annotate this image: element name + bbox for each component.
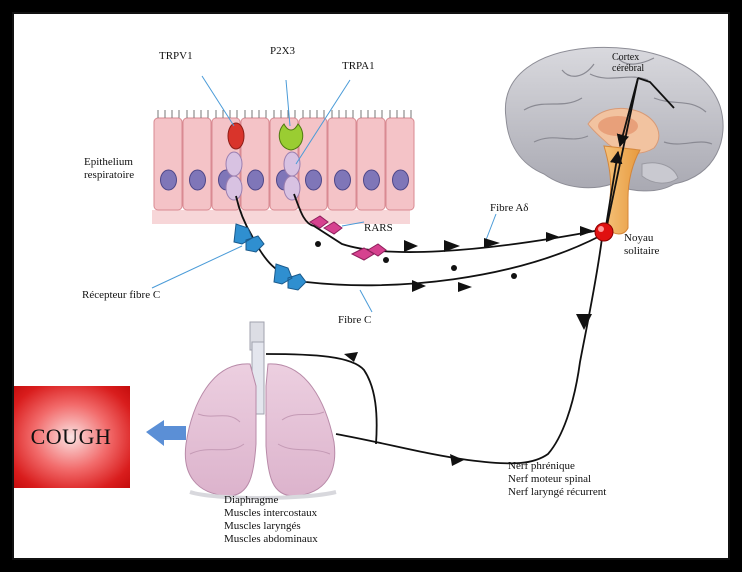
c-fibre-receptor-icon (234, 224, 306, 290)
arrow-marks (315, 226, 594, 466)
epithelial-cell (357, 118, 385, 210)
fibre-c-label: Fibre C (338, 314, 371, 327)
noyau-highlight (598, 226, 604, 232)
epithelial-cell (241, 118, 269, 210)
nerfs-label: Nerf phrénique Nerf moteur spinal Nerf l… (508, 460, 606, 499)
muscles-intercostaux-label: Muscles intercostaux (224, 507, 318, 520)
lungs-illustration (185, 322, 336, 498)
cell-nucleus (190, 170, 206, 190)
cell-nucleus (335, 170, 351, 190)
trpv1-label: TRPV1 (159, 50, 193, 63)
trpa1-label: TRPA1 (342, 60, 375, 73)
cortex-label-line2: cérébral (612, 63, 644, 74)
cell-nucleus (364, 170, 380, 190)
cell-nucleus (306, 170, 322, 190)
fibre-ad-label: Fibre Aδ (490, 202, 529, 215)
muscles-abdominaux-label: Muscles abdominaux (224, 533, 318, 546)
noyau-label-line1: Noyau (624, 232, 659, 245)
muscles-label: Diaphragme Muscles intercostaux Muscles … (224, 494, 318, 546)
epithelial-cell (183, 118, 211, 210)
cough-label: COUGH (31, 424, 112, 450)
noyau-label-line2: solitaire (624, 245, 659, 258)
nerf-moteur-spinal-label: Nerf moteur spinal (508, 473, 606, 486)
epithelium-label-line2: respiratoire (84, 169, 134, 182)
epithelial-cell (154, 118, 182, 210)
brain-illustration (505, 47, 723, 234)
epithelium-label: Epithelium respiratoire (84, 156, 134, 182)
noyau-solitaire-label: Noyau solitaire (624, 232, 659, 258)
epithelial-cell (328, 118, 356, 210)
cell-nucleus (248, 170, 264, 190)
epithelium-label-line1: Epithelium (84, 156, 134, 169)
recepteur-fibre-c-label: Récepteur fibre C (82, 289, 160, 302)
epithelial-cell (386, 118, 414, 210)
nerf-phrenique-label: Nerf phrénique (508, 460, 606, 473)
muscles-larynges-label: Muscles laryngés (224, 520, 318, 533)
p2x3-label: P2X3 (270, 45, 295, 58)
cell-nucleus (393, 170, 409, 190)
cortex-label-line1: Cortex (612, 52, 644, 63)
diagram-frame: TRPV1 P2X3 TRPA1 Epithelium respiratoire… (12, 12, 730, 560)
cough-arrow-icon (146, 420, 186, 446)
cortex-label: Cortex cérébral (612, 52, 644, 74)
trpv1-receptor-icon (228, 123, 244, 149)
nerf-laryngé-label: Nerf laryngé récurrent (508, 486, 606, 499)
cell-nucleus (161, 170, 177, 190)
noyau-solitaire-marker (595, 223, 613, 241)
epithelial-cell (299, 118, 327, 210)
diaphragme-label: Diaphragme (224, 494, 318, 507)
rars-label: RARS (364, 222, 393, 235)
cough-box: COUGH (12, 386, 130, 488)
